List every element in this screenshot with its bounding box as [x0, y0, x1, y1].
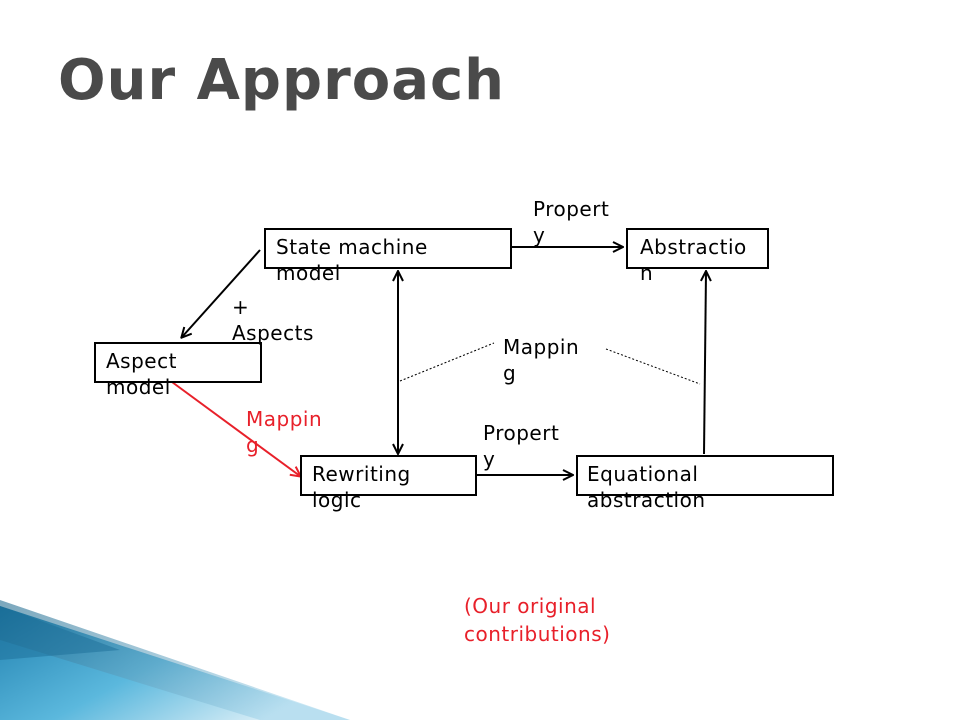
- dotted-mapping-left: [399, 342, 495, 382]
- node-equational-abstraction-label: Equational abstraction: [587, 462, 706, 512]
- node-equational-abstraction: [576, 455, 834, 496]
- node-aspect-model-label: Aspect model: [106, 349, 177, 399]
- arrow-up-abstraction: [704, 272, 706, 455]
- label-property-bottom: Propert y: [483, 421, 560, 471]
- label-property-top: Propert y: [533, 197, 610, 247]
- label-mapping-center: Mappin g: [503, 335, 580, 385]
- slide-title: Our Approach: [58, 48, 506, 113]
- node-state-machine-model-label: State machine model: [276, 235, 428, 285]
- contributions-note: (Our original contributions): [464, 594, 611, 646]
- label-aspects: + Aspects: [232, 295, 314, 345]
- node-rewriting-logic: [300, 455, 477, 496]
- node-abstraction-label: Abstractio n: [640, 235, 747, 285]
- arrow-mapping-red: [171, 381, 300, 476]
- decorative-ribbon: [0, 600, 350, 720]
- node-rewriting-logic-label: Rewriting logic: [312, 462, 411, 512]
- label-mapping-red: Mappin g: [246, 407, 323, 457]
- node-aspect-model: [94, 342, 262, 383]
- node-state-machine-model: [264, 228, 512, 269]
- node-abstraction: [626, 228, 769, 269]
- arrow-aspects: [182, 249, 261, 337]
- dotted-mapping-right: [605, 348, 701, 385]
